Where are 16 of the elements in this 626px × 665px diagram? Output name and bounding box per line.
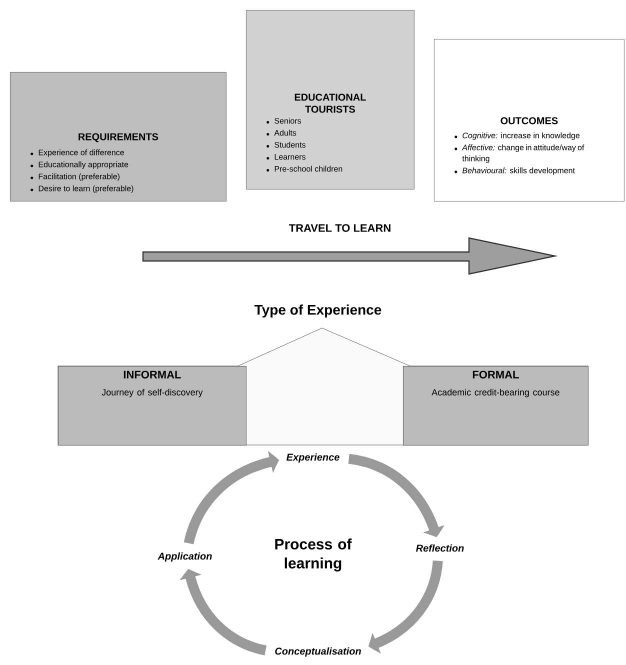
tourists-box: EDUCATIONAL TOURISTS Seniors Adults Students Learners Pre-school children <box>246 10 414 190</box>
center-label: Process of learning <box>275 538 352 572</box>
curved-arrow <box>368 560 443 652</box>
requirements-box: REQUIREMENTS Experience of difference Educationally appropriate Facilitation (preferable) Desire to learn (preferable) <box>10 72 226 202</box>
curved-arrow <box>181 569 267 656</box>
curved-arrow <box>348 454 443 537</box>
outcomes-box: OUTCOMES Cognitive: increase in knowledge Affective: change in attitude/way of thinking Behavioural: skills development <box>434 39 624 202</box>
stage-label: Experience <box>286 453 340 463</box>
curved-arrow <box>184 452 279 545</box>
node-label: Type of Experience <box>254 304 382 318</box>
stage-label: Conceptualisation <box>275 647 361 657</box>
arrow-label: TRAVEL TO LEARN <box>289 224 390 232</box>
stage-label: Reflection <box>416 544 464 552</box>
experience-box: INFORMAL Journey of self-discovery <box>58 366 246 446</box>
experience-box: FORMAL Academic credit-bearing course <box>403 366 588 446</box>
stage-label: Application <box>158 552 212 562</box>
